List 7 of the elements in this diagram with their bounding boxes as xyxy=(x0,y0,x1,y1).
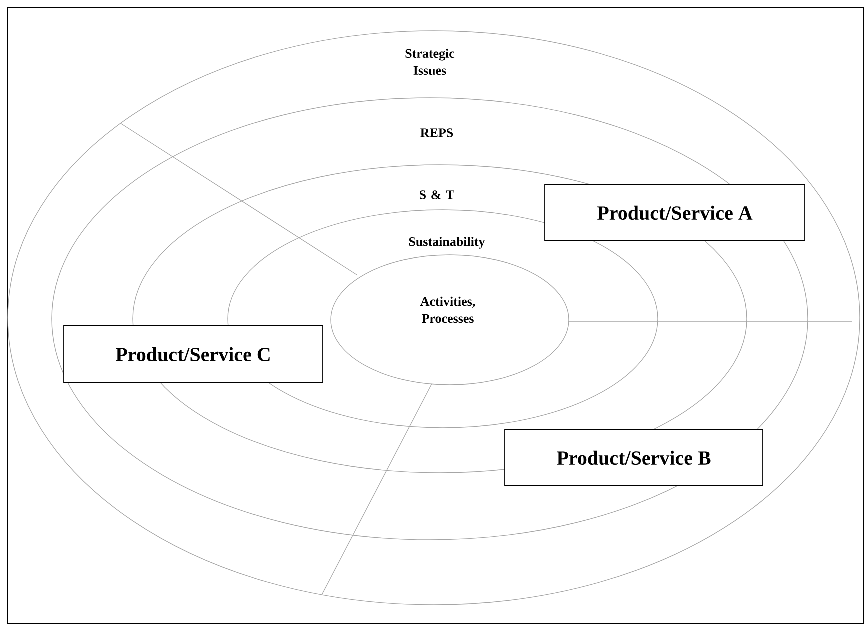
ring-label: Sustainability xyxy=(409,237,486,249)
ring-band xyxy=(52,98,808,540)
ring-label: Strategic Issues xyxy=(406,48,455,76)
ring-label: S & T xyxy=(420,190,454,200)
ring-label: REPS xyxy=(420,128,454,138)
ring-band xyxy=(330,254,570,386)
ring-label: Activities, Processes xyxy=(420,296,476,324)
